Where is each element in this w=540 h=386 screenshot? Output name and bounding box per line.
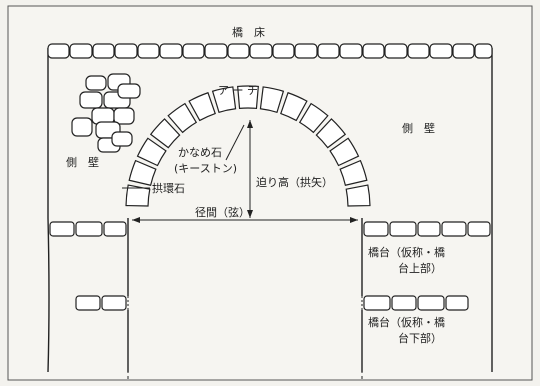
arch-stone	[125, 184, 151, 207]
deck-stone	[92, 43, 115, 59]
deck-stone	[294, 43, 318, 59]
wall-stone	[417, 221, 441, 237]
abutment-lower-label-line2: 台下部）	[398, 331, 442, 345]
rise-label: 迫り高（拱矢）	[256, 175, 333, 189]
wall-stone	[101, 295, 127, 311]
deck-stone	[114, 43, 138, 59]
deck-stone	[474, 43, 493, 59]
rubble-stone	[117, 83, 141, 99]
deck-stone	[227, 43, 250, 59]
rise-arrow-top-head	[247, 120, 253, 128]
arch-stone	[188, 91, 216, 122]
springer-label: 拱環石	[152, 181, 185, 195]
deck-stone	[272, 43, 295, 59]
span-label: 径間（弦）	[195, 205, 250, 219]
wall-stone	[445, 295, 469, 311]
wall-stone	[441, 221, 467, 237]
deck-stone	[159, 43, 183, 59]
arch-stone	[329, 137, 360, 167]
keystone-label-line2: (キーストン)	[174, 162, 237, 175]
rubble-stone	[111, 131, 133, 147]
deck-stone	[407, 43, 430, 59]
rubble-stone	[79, 91, 103, 109]
wall-stone	[389, 221, 417, 237]
arch-stone	[136, 137, 167, 167]
deck-stone	[69, 43, 93, 59]
arch-stone	[280, 91, 308, 122]
abutment-upper-label-line2: 台上部）	[398, 261, 442, 275]
arch-stone	[128, 159, 157, 186]
span-arrow-right-head	[350, 217, 358, 223]
deck-stone	[249, 43, 273, 59]
wall-stone	[391, 295, 417, 311]
side-wall-right-label: 側 壁	[402, 121, 435, 135]
wall-stone	[363, 295, 391, 311]
arch-stone	[167, 102, 198, 134]
deck-stone	[339, 43, 363, 59]
deck-stone	[182, 43, 205, 59]
keystone-label-line1: かなめ石	[178, 146, 222, 159]
deck-stone	[362, 43, 385, 59]
wall-stone	[103, 221, 127, 237]
arch-stone	[259, 86, 285, 114]
wall-stone	[75, 295, 101, 311]
deck-stone	[452, 43, 475, 59]
keystone-leader	[225, 124, 245, 161]
arch-ring-stones	[125, 85, 371, 207]
side-wall-left-label: 側 壁	[66, 155, 99, 169]
wall-stone	[75, 221, 103, 237]
arch-stone	[315, 118, 347, 149]
arch-stone	[149, 118, 181, 149]
deck-stone	[137, 43, 160, 59]
deck-stone	[384, 43, 408, 59]
deck-stone	[204, 43, 228, 59]
deck-label: 橋 床	[232, 25, 265, 39]
diagram-frame	[7, 5, 533, 381]
rubble-stone	[113, 107, 135, 125]
arch-stone	[237, 85, 259, 110]
arch-label: ア ー チ	[218, 84, 258, 97]
deck-stone	[47, 43, 70, 59]
rubble-stone	[85, 75, 107, 91]
rubble-stone	[71, 117, 93, 137]
wall-stone	[467, 221, 491, 237]
abutment-upper-label-line1: 橋台（仮称・橋	[368, 245, 445, 259]
left-wall-edge	[47, 48, 50, 373]
span-arrow-left-head	[132, 217, 140, 223]
wall-stone	[49, 221, 75, 237]
deck-stone	[429, 43, 453, 59]
rubble-stones	[71, 73, 141, 153]
rise-arrow-bottom-head	[247, 210, 253, 218]
deck-stone	[317, 43, 340, 59]
span-level-stones	[49, 221, 491, 311]
abutment-lower-label-line1: 橋台（仮称・橋	[368, 315, 445, 329]
arch-stone	[298, 102, 329, 134]
arch-stone	[345, 184, 371, 207]
arch-stone	[211, 86, 237, 114]
wall-stone	[417, 295, 445, 311]
wall-stone	[363, 221, 389, 237]
deck-stone-row	[47, 43, 493, 59]
arch-stone	[339, 159, 368, 186]
